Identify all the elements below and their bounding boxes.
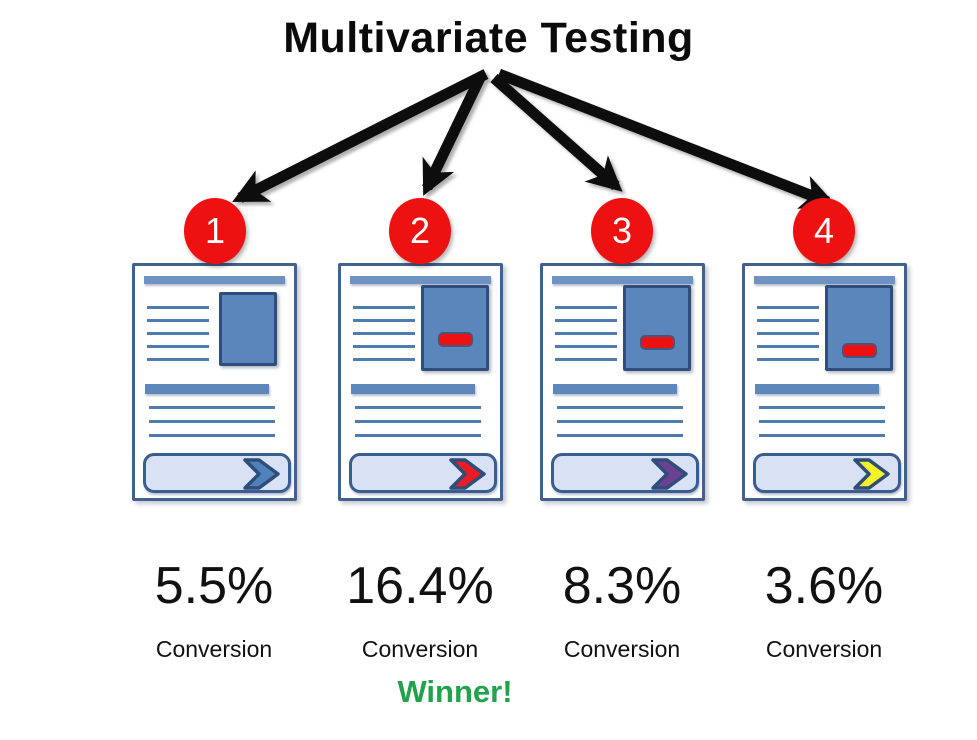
red-mini-button xyxy=(844,345,875,356)
variant-1-badge: 1 xyxy=(184,198,246,264)
mock-text-line xyxy=(355,406,481,409)
variant-2-number: 2 xyxy=(409,210,431,251)
mock-text-line xyxy=(147,358,209,361)
variant-2-conversion-rate: 16.4% xyxy=(346,557,494,615)
winner-label: Winner! xyxy=(397,674,513,709)
mock-image-block-bars xyxy=(623,285,691,371)
mock-text-line xyxy=(555,332,617,335)
variant-3-page-mockup xyxy=(540,263,705,501)
mock-cta-button xyxy=(551,453,699,493)
mock-cta-button xyxy=(143,453,291,493)
arrow-to-variant-2 xyxy=(422,75,485,196)
mock-cta-button xyxy=(753,453,901,493)
variant-4-conversion-label: Conversion xyxy=(765,636,883,662)
mock-subheader-bar xyxy=(553,384,677,394)
mock-text-line xyxy=(555,345,617,348)
mock-text-line xyxy=(555,306,617,309)
mock-header-bar xyxy=(552,276,693,284)
mock-text-line xyxy=(353,345,415,348)
chevron-right-icon xyxy=(651,458,688,490)
variant-2-conversion-label: Conversion xyxy=(361,636,479,662)
variant-4-page-mockup xyxy=(742,263,907,501)
mock-text-line xyxy=(759,406,885,409)
mock-text-line xyxy=(149,434,275,437)
variant-1-conversion-rate: 5.5% xyxy=(154,557,274,615)
mock-image-block-bars xyxy=(825,285,893,371)
chevron-right-icon xyxy=(449,458,486,490)
arrow-to-variant-4 xyxy=(497,68,837,209)
mock-text-line xyxy=(355,434,481,437)
page-title: Multivariate Testing xyxy=(283,14,694,62)
mock-text-line xyxy=(147,306,209,309)
mock-text-line xyxy=(757,358,819,361)
mock-subheader-bar xyxy=(351,384,475,394)
mock-text-line xyxy=(353,358,415,361)
variant-3-badge: 3 xyxy=(591,198,653,264)
red-mini-button xyxy=(642,337,673,348)
variant-3-conversion-rate: 8.3% xyxy=(562,557,682,615)
mock-text-line xyxy=(355,420,481,423)
mock-text-line xyxy=(147,319,209,322)
mock-image-block-plain xyxy=(219,292,277,366)
variant-2-page-mockup xyxy=(338,263,503,501)
mock-text-line xyxy=(149,420,275,423)
mock-text-line xyxy=(353,319,415,322)
variant-3-conversion-label: Conversion xyxy=(563,636,681,662)
variant-2-badge: 2 xyxy=(389,198,451,264)
mock-text-line xyxy=(555,358,617,361)
variant-4-badge: 4 xyxy=(793,198,855,264)
variant-1-conversion-label: Conversion xyxy=(155,636,273,662)
mock-header-bar xyxy=(350,276,491,284)
mock-text-line xyxy=(557,420,683,423)
variant-4-number: 4 xyxy=(813,210,835,251)
variant-3-number: 3 xyxy=(611,210,633,251)
variant-4-conversion-rate: 3.6% xyxy=(764,557,884,615)
variant-1-number: 1 xyxy=(204,210,226,251)
mock-subheader-bar xyxy=(755,384,879,394)
mock-text-line xyxy=(757,345,819,348)
chevron-right-icon xyxy=(243,458,280,490)
mock-text-line xyxy=(555,319,617,322)
mock-text-line xyxy=(557,434,683,437)
mock-text-line xyxy=(147,345,209,348)
mock-text-line xyxy=(757,319,819,322)
mock-text-line xyxy=(353,332,415,335)
mock-text-line xyxy=(757,332,819,335)
mock-text-line xyxy=(353,306,415,309)
arrow-to-variant-1 xyxy=(232,69,489,203)
chevron-right-icon xyxy=(853,458,890,490)
red-mini-button xyxy=(440,334,471,345)
mock-text-line xyxy=(557,406,683,409)
mock-text-line xyxy=(757,306,819,309)
variant-1-page-mockup xyxy=(132,263,297,501)
mock-text-line xyxy=(147,332,209,335)
mock-header-bar xyxy=(144,276,285,284)
mock-subheader-bar xyxy=(145,384,269,394)
mock-text-line xyxy=(149,406,275,409)
mock-header-bar xyxy=(754,276,895,284)
mock-text-line xyxy=(759,420,885,423)
arrow-to-variant-3 xyxy=(490,73,623,192)
mock-text-line xyxy=(759,434,885,437)
mock-image-block-bars xyxy=(421,285,489,371)
mock-cta-button xyxy=(349,453,497,493)
